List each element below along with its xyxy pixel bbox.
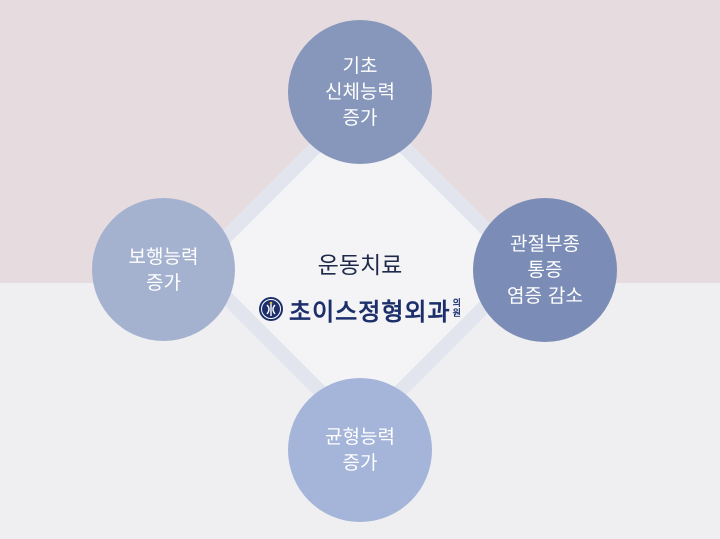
node-right-line3: 염증 감소 [507, 285, 583, 307]
node-right-line1: 관절부종 [510, 233, 580, 255]
clinic-suffix-2: 원 [452, 309, 461, 319]
clinic-suffix: 의 원 [453, 299, 461, 319]
node-bottom-line2: 증가 [342, 452, 378, 474]
node-left-line2: 증가 [146, 271, 181, 294]
node-balance-ability: 균형능력 증가 [288, 378, 432, 522]
clinic-name: 초이스정형외과 [289, 297, 451, 326]
clinic-logo: 초이스정형외과 의 원 [258, 292, 461, 326]
node-basic-physical-ability: 기초 신체능력 증가 [288, 20, 432, 164]
node-left-line1: 보행능력 [128, 245, 199, 268]
node-top-line2: 신체능력 [325, 81, 395, 103]
center-title: 운동치료 [317, 253, 403, 279]
clinic-suffix-1: 의 [452, 299, 461, 309]
node-top-line3: 증가 [342, 107, 378, 129]
node-joint-swelling-reduction: 관절부종 통증 염증 감소 [473, 198, 617, 342]
node-bottom-line1: 균형능력 [325, 426, 395, 448]
node-walking-ability: 보행능력 증가 [92, 198, 235, 341]
clinic-seal-icon [259, 297, 283, 321]
node-right-line2: 통증 [527, 259, 563, 281]
node-top-line1: 기초 [342, 55, 378, 77]
